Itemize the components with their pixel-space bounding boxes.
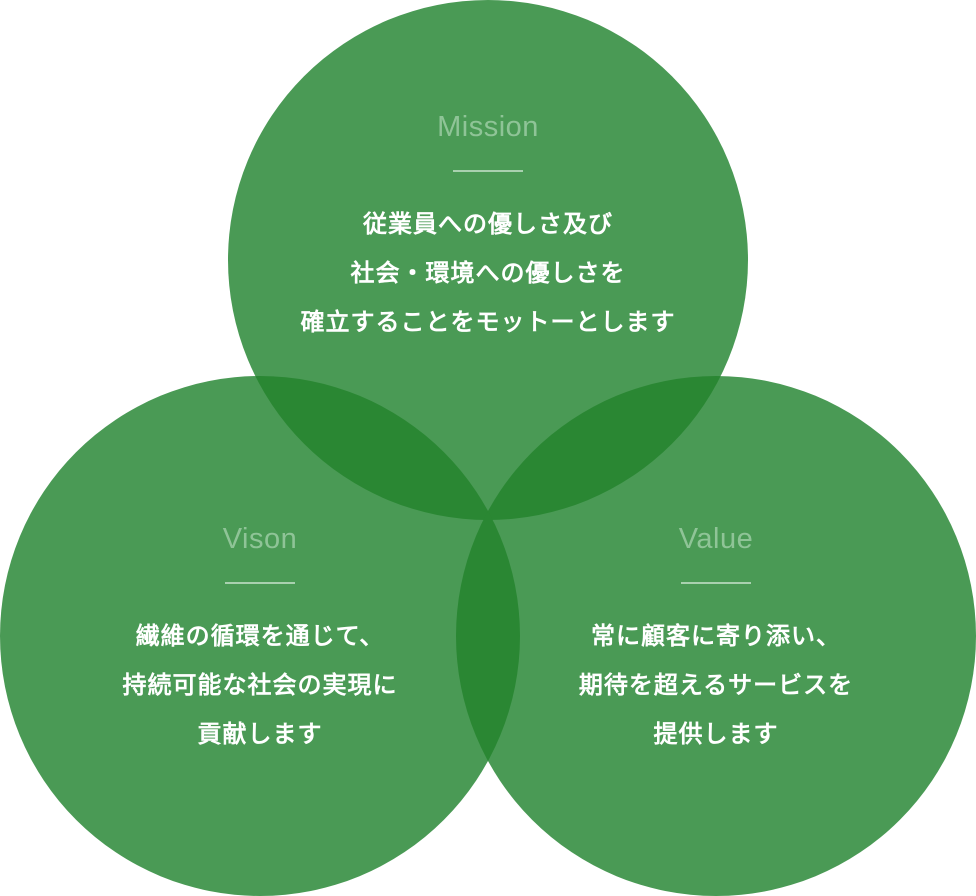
vision-block: Vison 繊維の循環を通じて、 持続可能な社会の実現に 貢献します [0, 522, 520, 759]
mission-line: 確立することをモットーとします [300, 308, 676, 336]
mission-circle [228, 0, 748, 520]
vision-line: 貢献します [197, 720, 323, 748]
mission-block: Mission 従業員への優しさ及び 社会・環境への優しさを 確立することをモッ… [228, 110, 748, 347]
vision-title: Vison [222, 523, 298, 555]
vision-line: 繊維の循環を通じて、 [135, 622, 385, 650]
mission-line: 社会・環境への優しさを [350, 259, 626, 287]
value-text: 常に顧客に寄り添い、 期待を超えるサービスを 提供します [456, 612, 976, 759]
vision-line: 持続可能な社会の実現に [122, 671, 398, 699]
mission-line: 従業員への優しさ及び [363, 210, 613, 238]
vision-text: 繊維の循環を通じて、 持続可能な社会の実現に 貢献します [0, 612, 520, 759]
value-divider [681, 582, 751, 584]
mission-text: 従業員への優しさ及び 社会・環境への優しさを 確立することをモットーとします [228, 200, 748, 347]
vision-divider [225, 582, 295, 584]
value-line: 期待を超えるサービスを [578, 671, 854, 699]
vision-circle [0, 376, 520, 896]
value-line: 提供します [653, 720, 779, 748]
value-title: Value [678, 523, 754, 555]
value-circle [456, 376, 976, 896]
value-block: Value 常に顧客に寄り添い、 期待を超えるサービスを 提供します [456, 522, 976, 759]
value-line: 常に顧客に寄り添い、 [591, 622, 841, 650]
mission-title: Mission [437, 111, 539, 143]
mission-divider [453, 170, 523, 172]
